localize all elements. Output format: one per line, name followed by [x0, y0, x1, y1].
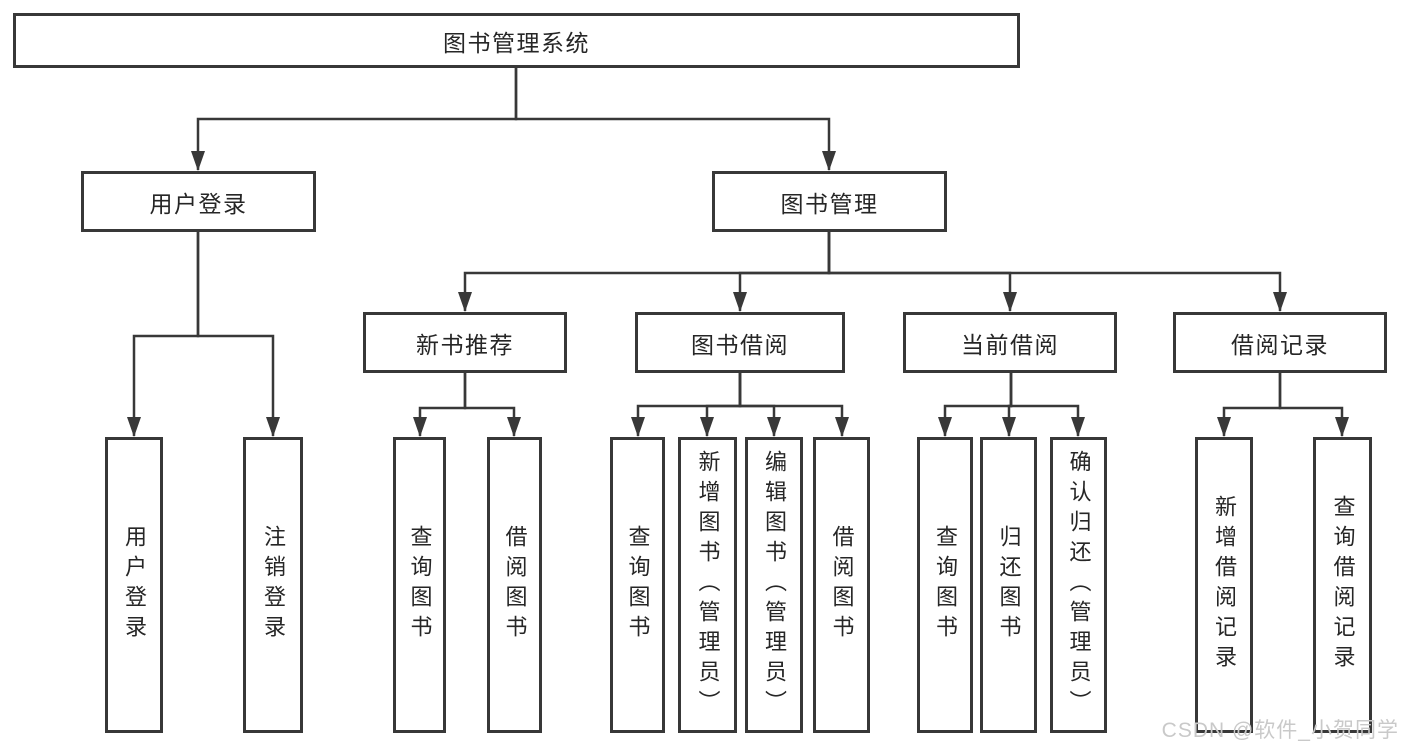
leaf-query-borrow-record: 查询借阅记录: [1313, 437, 1372, 733]
leaf-edit-book-admin: 编辑图书（管理员）: [745, 437, 803, 733]
leaf-borrow-book-recommend: 借阅图书: [487, 437, 542, 733]
node-new-book-recommend: 新书推荐: [363, 312, 567, 373]
node-borrowing-records: 借阅记录: [1173, 312, 1387, 373]
csdn-watermark: CSDN @软件_小贺同学: [1161, 719, 1399, 742]
leaf-query-book-current: 查询图书: [917, 437, 973, 733]
leaf-query-book-recommend: 查询图书: [393, 437, 446, 733]
leaf-add-book-admin: 新增图书（管理员）: [678, 437, 737, 733]
leaf-user-login: 用户登录: [105, 437, 163, 733]
node-current-borrowing: 当前借阅: [903, 312, 1117, 373]
node-book-management: 图书管理: [712, 171, 947, 232]
leaf-return-book: 归还图书: [980, 437, 1037, 733]
node-user-login: 用户登录: [81, 171, 316, 232]
leaf-confirm-return-admin: 确认归还（管理员）: [1050, 437, 1107, 733]
leaf-add-borrow-record: 新增借阅记录: [1195, 437, 1253, 733]
leaf-query-book-borrowing: 查询图书: [610, 437, 665, 733]
node-book-borrowing: 图书借阅: [635, 312, 845, 373]
leaf-borrow-book: 借阅图书: [813, 437, 870, 733]
leaf-logout: 注销登录: [243, 437, 303, 733]
node-library-management-system: 图书管理系统: [13, 13, 1020, 68]
